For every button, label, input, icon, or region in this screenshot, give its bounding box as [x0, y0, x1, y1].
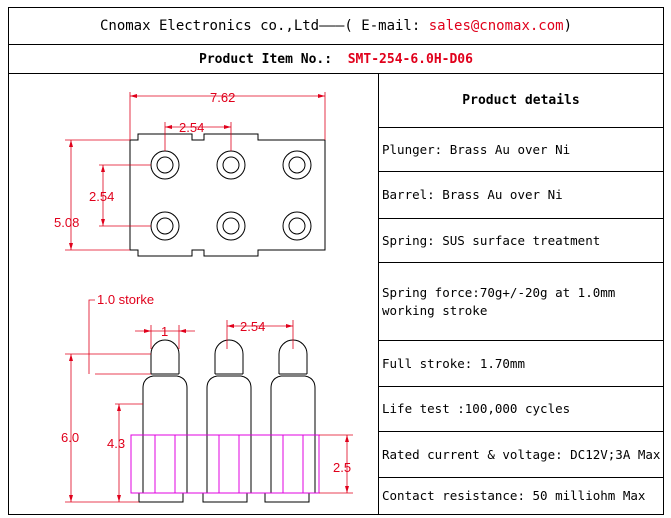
dim-insulator-label: 2.5: [333, 460, 351, 475]
dimension-arrows: [69, 94, 349, 502]
detail-full-stroke: Full stroke: 1.70mm: [379, 341, 663, 387]
drawing-svg: 7.62 2.54 5.08 2.54 1.0 storke 1 2.54 6.…: [54, 90, 353, 503]
company-header: Cnomax Electronics co.,Ltd———( E-mail: s…: [9, 8, 663, 45]
spec-sheet: Cnomax Electronics co.,Ltd———( E-mail: s…: [8, 7, 664, 515]
insulator-block: [130, 434, 320, 494]
email-label: E-mail:: [361, 18, 421, 34]
company-name: Cnomax Electronics co.,Ltd: [99, 18, 320, 34]
dimension-lines: [65, 92, 353, 503]
stroke-note-label: 1.0 storke: [97, 292, 154, 307]
item-number: SMT-254-6.0H-D06: [347, 51, 473, 67]
dim-body-height-label: 4.3: [107, 436, 125, 451]
product-item-row: Product Item No.: SMT-254-6.0H-D06: [9, 45, 663, 74]
details-title: Product details: [379, 74, 663, 128]
detail-plunger: Plunger: Brass Au over Ni: [379, 128, 663, 172]
side-view-pins: [138, 339, 316, 503]
detail-rated-current: Rated current & voltage: DC12V;3A Max: [379, 432, 663, 478]
header-dashes: ———(: [319, 18, 353, 34]
dim-stroke-label: 1: [161, 324, 168, 339]
header-close: ): [563, 18, 573, 34]
item-label: Product Item No.:: [199, 51, 333, 67]
technical-drawing: 7.62 2.54 5.08 2.54 1.0 storke 1 2.54 6.…: [9, 74, 379, 514]
top-view-outline: [129, 133, 326, 257]
dim-row-pitch-label: 2.54: [89, 189, 114, 204]
detail-barrel: Barrel: Brass Au over Ni: [379, 172, 663, 219]
dim-height-label: 5.08: [54, 215, 79, 230]
email-address[interactable]: sales@cnomax.com: [428, 18, 564, 34]
dim-pitch-side-label: 2.54: [240, 319, 265, 334]
dim-total-height-label: 6.0: [61, 430, 79, 445]
dim-width-label: 7.62: [210, 90, 235, 105]
detail-spring: Spring: SUS surface treatment: [379, 219, 663, 263]
detail-life-test: Life test :100,000 cycles: [379, 387, 663, 432]
dim-pitch-top-label: 2.54: [179, 120, 204, 135]
detail-spring-force: Spring force:70g+/-20g at 1.0mm working …: [379, 263, 663, 341]
detail-contact-resistance: Contact resistance: 50 milliohm Max: [382, 488, 646, 503]
product-details-table: Product details Plunger: Brass Au over N…: [379, 74, 663, 514]
pin-holes-top: [150, 150, 312, 241]
